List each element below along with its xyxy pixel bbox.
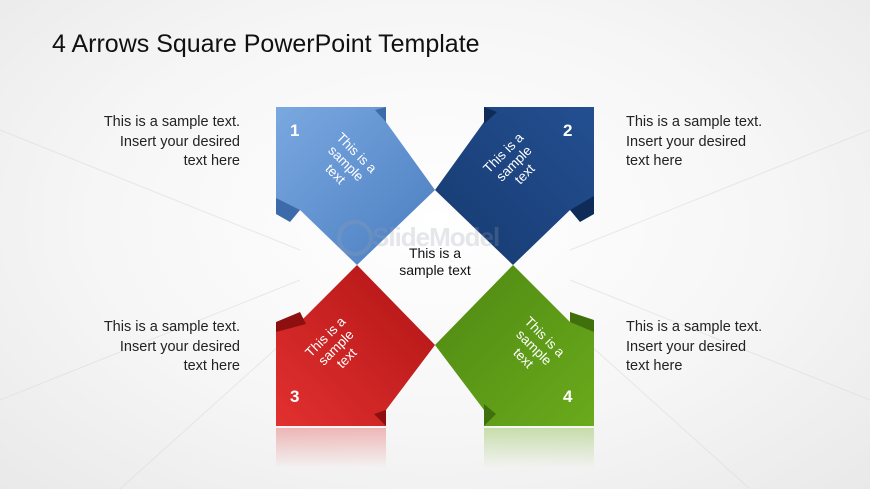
side-text-line: This is a sample text. — [103, 319, 240, 335]
side-text-line: Insert your desired — [119, 338, 240, 355]
side-text-line: text here — [183, 358, 240, 374]
arrow-3 — [276, 265, 435, 426]
side-text-line: Insert your desired — [119, 133, 240, 150]
arrow-2-number: 2 — [563, 121, 573, 140]
side-text-line: text here — [183, 153, 240, 169]
side-text-top-right: This is a sample text. Insert your desir… — [626, 113, 826, 172]
center-text: This is a sample text — [375, 245, 495, 279]
side-text-line: This is a sample text. — [626, 319, 763, 335]
side-text-line: text here — [626, 153, 683, 169]
side-text-line: text here — [626, 358, 683, 374]
arrow-4 — [435, 265, 594, 426]
side-text-top-left: This is a sample text. Insert your desir… — [40, 113, 240, 172]
side-text-line: Insert your desired — [626, 133, 747, 150]
center-text-line: This is a — [408, 245, 462, 261]
arrow-2 — [435, 107, 594, 265]
page-title: 4 Arrows Square PowerPoint Template — [52, 30, 480, 58]
side-text-bottom-left: This is a sample text. Insert your desir… — [40, 318, 240, 377]
side-text-line: This is a sample text. — [103, 114, 240, 130]
arrow-3-number: 3 — [290, 387, 300, 406]
red-reflection — [276, 428, 386, 468]
green-reflection — [484, 428, 594, 468]
watermark-logo — [337, 220, 373, 256]
center-text-line: sample text — [399, 262, 471, 278]
watermark-text: SlideModel — [372, 222, 500, 252]
arrow-4-number: 4 — [563, 387, 573, 406]
arrow-1 — [276, 107, 435, 265]
arrow-1-number: 1 — [290, 121, 300, 140]
side-text-bottom-right: This is a sample text. Insert your desir… — [626, 318, 826, 377]
side-text-line: This is a sample text. — [626, 114, 763, 130]
side-text-line: Insert your desired — [626, 338, 747, 355]
